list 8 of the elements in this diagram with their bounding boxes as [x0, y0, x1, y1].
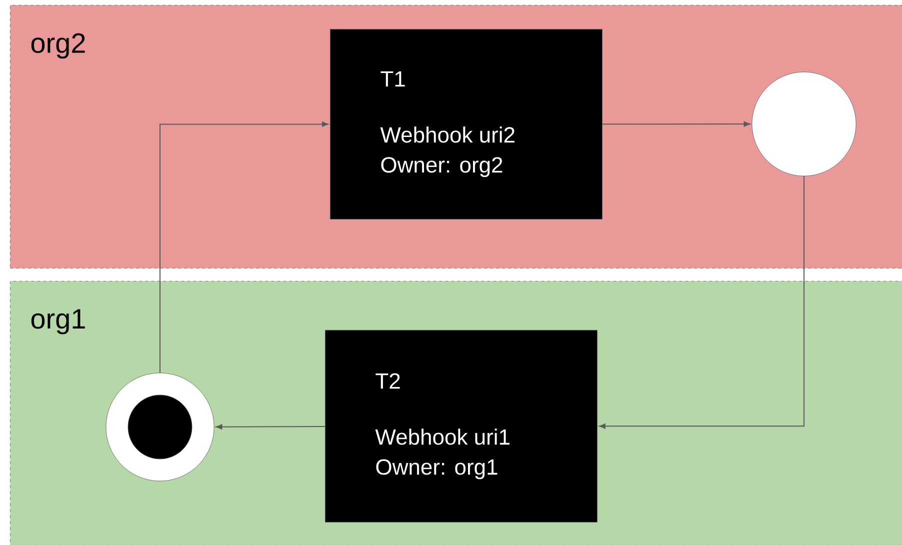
circle: [752, 72, 856, 176]
end-circle: [106, 372, 214, 482]
arrow: [216, 424, 326, 430]
task-box: T1 Webhook uri2 Owner: org2: [330, 29, 602, 220]
arrow: [602, 121, 750, 127]
task-box: T2 Webhook uri1 Owner: org1: [325, 330, 598, 522]
arrow: [598, 176, 804, 429]
arrow: [160, 122, 328, 374]
